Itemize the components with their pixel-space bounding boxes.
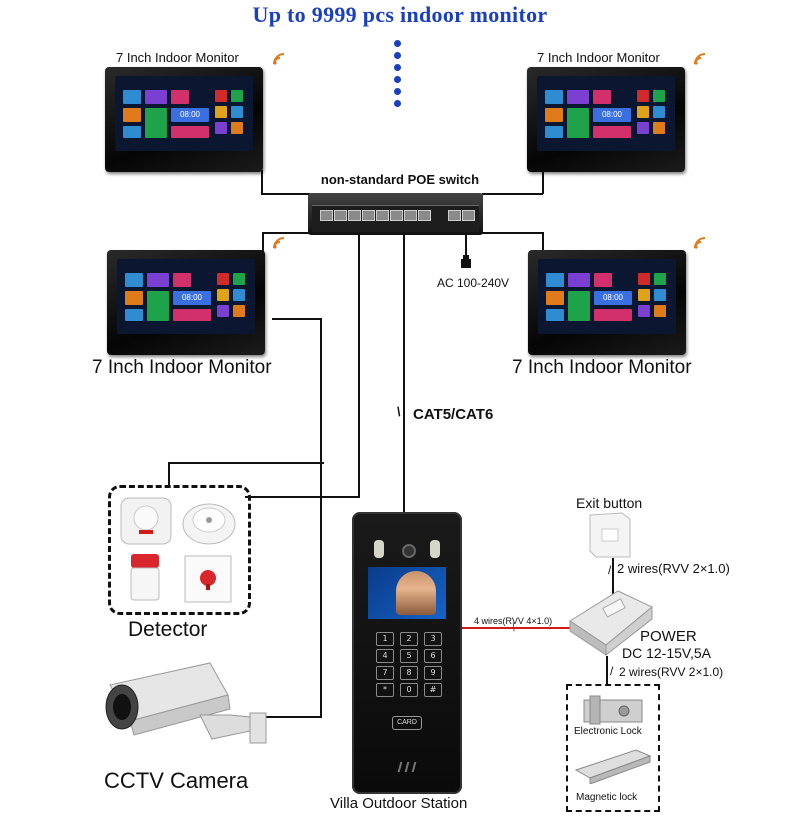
wifi-icon (694, 53, 706, 65)
keypad-key[interactable]: 1 (376, 632, 394, 646)
keypad-key[interactable]: 5 (400, 649, 418, 663)
power-plug-icon (461, 255, 471, 268)
monitor-top-right-label: 7 Inch Indoor Monitor (537, 50, 660, 65)
power-label-line2: DC 12-15V,5A (622, 645, 711, 661)
indoor-monitor-bottom-left: 08:00 (107, 250, 265, 355)
cable-label: CAT5/CAT6 (413, 406, 494, 423)
keypad-key[interactable]: 8 (400, 666, 418, 680)
pir-sensor-icon (120, 497, 172, 545)
continuation-dots (394, 40, 402, 112)
lock-group: Electronic Lock Magnetic lock (566, 684, 660, 812)
wifi-icon (273, 53, 285, 65)
indoor-monitor-top-right: 08:00 (527, 67, 685, 172)
indoor-monitor-top-left: 08:00 (105, 67, 263, 172)
keypad-key[interactable]: * (376, 683, 394, 697)
power-supply-icon (569, 590, 653, 657)
monitor-screen: 08:00 (538, 259, 676, 334)
wifi-icon (694, 237, 706, 249)
keypad-key[interactable]: 7 (376, 666, 394, 680)
station-display (368, 567, 446, 619)
electronic-lock-icon (583, 695, 643, 725)
poe-switch-label: non-standard POE switch (320, 172, 480, 187)
electronic-lock-label: Electronic Lock (574, 726, 642, 737)
wire-break-mark: / (608, 563, 612, 577)
camera-lens-icon (402, 544, 416, 558)
switch-power-label: AC 100-240V (437, 276, 510, 290)
cctv-label: CCTV Camera (104, 768, 249, 793)
keypad-key[interactable]: 4 (376, 649, 394, 663)
villa-outdoor-station: 1 2 3 4 5 6 7 8 9 * 0 # CARD (352, 512, 462, 794)
detector-group (108, 485, 251, 615)
keypad-key[interactable]: 6 (424, 649, 442, 663)
wire-break-mark: / (610, 664, 614, 678)
keypad-key[interactable]: 2 (400, 632, 418, 646)
monitor-screen: 08:00 (117, 259, 255, 334)
keypad-key[interactable]: # (424, 683, 442, 697)
detector-label: Detector (128, 618, 208, 641)
monitor-bottom-right-label: 7 Inch Indoor Monitor (512, 357, 692, 378)
power-lock-wiring-label: 2 wires(RVV 2×1.0) (619, 665, 724, 679)
wifi-icon (273, 237, 285, 249)
exit-button-icon (589, 512, 631, 558)
emergency-button-icon (184, 555, 232, 603)
magnetic-lock-icon (574, 749, 652, 784)
monitor-top-left-label: 7 Inch Indoor Monitor (116, 50, 239, 65)
outdoor-station-label: Villa Outdoor Station (330, 795, 468, 812)
magnetic-lock-label: Magnetic lock (576, 792, 638, 803)
diagram-title: Up to 9999 pcs indoor monitor (252, 2, 548, 27)
monitor-bottom-left-label: 7 Inch Indoor Monitor (92, 357, 272, 378)
keypad-key[interactable]: 9 (424, 666, 442, 680)
cctv-camera-icon (105, 662, 267, 744)
monitor-screen: 08:00 (537, 76, 675, 151)
station-power-wiring-label: 4 wires(RVV 4×1.0) (474, 616, 553, 626)
monitor-screen: 08:00 (115, 76, 253, 151)
card-reader[interactable]: CARD (392, 716, 422, 730)
keypad-key[interactable]: 3 (424, 632, 442, 646)
smoke-detector-icon (182, 503, 236, 545)
cable-break-mark: / (394, 403, 404, 420)
keypad-key[interactable]: 0 (400, 683, 418, 697)
exit-power-wiring-label: 2 wires(RVV 2×1.0) (617, 561, 730, 576)
indoor-monitor-bottom-right: 08:00 (528, 250, 686, 355)
exit-button-label: Exit button (576, 495, 643, 511)
door-sensor-icon (130, 554, 160, 601)
poe-switch (308, 193, 483, 235)
power-label-line1: POWER (640, 628, 697, 645)
speaker-grille-icon (397, 762, 419, 772)
